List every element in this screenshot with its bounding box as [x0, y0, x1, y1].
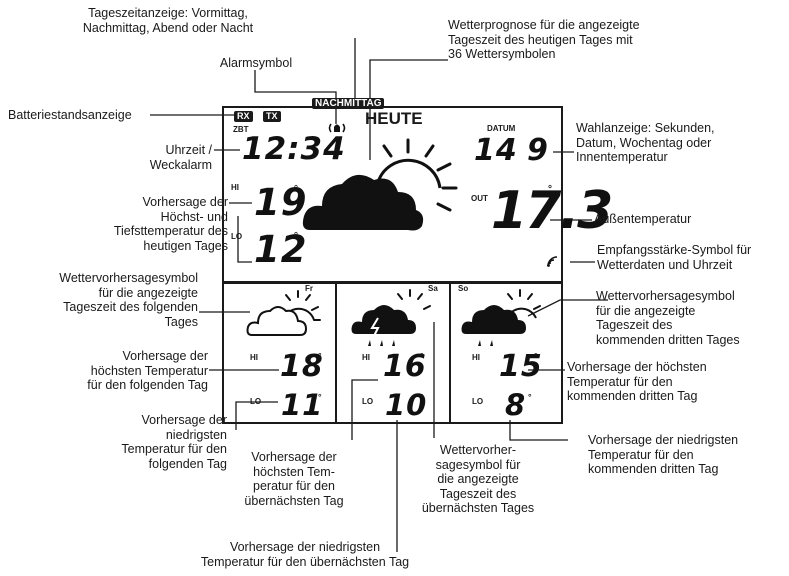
day2-hi-display: 16: [383, 349, 427, 384]
day2-weather-icon-thunderstorm: [351, 289, 431, 346]
signal-strength-icon: [547, 256, 558, 267]
day3-lo-display: 8: [505, 388, 527, 422]
label-wahl: Wahlanzeige: Sekunden,Datum, Wochentag o…: [576, 121, 715, 164]
heute-label: HEUTE: [365, 109, 423, 128]
day1-hi-label: HI: [250, 353, 258, 362]
day3-lo-label: LO: [472, 397, 484, 406]
outside-temp-display: 17.3: [491, 181, 613, 241]
leader-prognose: [369, 59, 448, 160]
nachmittag-indicator: NACHMITTAG: [312, 98, 385, 109]
leader-lo3: [509, 420, 568, 441]
datum-label: DATUM: [487, 124, 516, 133]
day3-hi-degree: °: [534, 351, 538, 361]
today-lo-degree: °: [294, 231, 298, 242]
day3-name: So: [458, 284, 469, 293]
today-hi-label: HI: [231, 183, 239, 192]
day2-name: Sa: [428, 284, 438, 293]
today-hi-display: 19: [254, 181, 308, 224]
badge-tx: TX: [263, 111, 281, 122]
day2-lo-degree: °: [420, 392, 424, 402]
day3-hi-label: HI: [472, 353, 480, 362]
day1-hi-degree: °: [318, 351, 322, 361]
today-lo-label: LO: [231, 232, 243, 241]
label-tageszeit: Tageszeitanzeige: Vormittag,Nachmittag, …: [82, 6, 254, 35]
day2-lo-label: LO: [362, 397, 374, 406]
label-uhrzeit: Uhrzeit /Weckalarm: [149, 143, 212, 172]
zbt-label: ZBT: [233, 125, 249, 134]
lcd-forecast-day3: [449, 281, 563, 424]
leader-hi2: [351, 379, 378, 440]
day1-lo-display: 11: [281, 388, 324, 422]
day2-lo-display: 10: [385, 388, 428, 422]
date-month-display: 9: [527, 133, 549, 168]
leader-lo1: [235, 401, 278, 430]
day1-name: Fr: [305, 284, 313, 293]
day2-hi-degree: °: [420, 351, 424, 361]
day1-hi-display: 18: [280, 349, 324, 384]
day1-lo-label: LO: [250, 397, 262, 406]
label-alarm: Alarmsymbol: [219, 56, 293, 70]
today-hi-degree: °: [294, 184, 298, 195]
day3-lo-degree: °: [528, 392, 532, 402]
day3-weather-icon-rain-sun: [461, 289, 541, 346]
day1-lo-degree: °: [318, 392, 322, 402]
leader-vorh-heute: [237, 216, 252, 263]
label-batterie: Batteriestandsanzeige: [8, 108, 132, 122]
day2-hi-label: HI: [362, 353, 370, 362]
today-lo-display: 12: [254, 228, 308, 271]
badge-rx: RX: [234, 111, 253, 122]
today-weather-icon-sun-cloud: [302, 138, 458, 231]
leader-sym3: [527, 299, 608, 317]
label-aussentemperatur: Außentemperatur: [594, 212, 692, 226]
lcd-main-panel: [222, 106, 563, 284]
out-label: OUT: [471, 194, 488, 203]
date-day-display: 14: [474, 133, 518, 168]
day1-weather-icon-cloud-sun: [246, 290, 321, 336]
day3-hi-display: 15: [499, 349, 543, 384]
alarm-icon: [328, 123, 346, 133]
time-display: 12:34: [242, 131, 346, 167]
outside-temp-degree: °: [548, 184, 552, 195]
